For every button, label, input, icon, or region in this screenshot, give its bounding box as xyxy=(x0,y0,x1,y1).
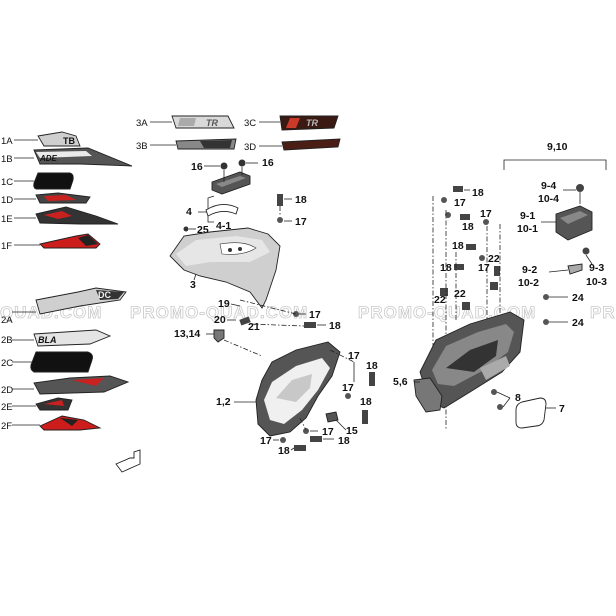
label-17c: 17 xyxy=(348,350,360,362)
decal-2c xyxy=(30,351,93,373)
fastener-16b xyxy=(238,159,246,167)
label-17h: 17 xyxy=(480,208,492,220)
label-25: 25 xyxy=(197,224,209,236)
part-9-2 xyxy=(567,263,583,275)
decal-2a-text: DC xyxy=(98,290,111,300)
label-1c: 1C xyxy=(1,177,13,188)
decal-set-1: TB 1A ADE 1B 1C 1D 1E 1F xyxy=(1,131,133,252)
label-18g: 18 xyxy=(472,187,484,199)
decal-1e xyxy=(35,206,119,225)
label-5-6: 5,6 xyxy=(393,376,408,388)
decal-3a-text: TR xyxy=(206,118,218,128)
label-17d: 17 xyxy=(342,382,354,394)
label-9-10: 9,10 xyxy=(547,141,568,153)
watermark: QUAD.COM PROMO-QUAD.COM PROMO-QUAD.COM P… xyxy=(0,303,616,323)
label-18d: 18 xyxy=(360,396,372,408)
label-2f: 2F xyxy=(1,421,12,432)
label-2d: 2D xyxy=(1,385,13,396)
part-9-1-bracket xyxy=(555,205,593,241)
label-21: 21 xyxy=(248,321,260,333)
bracket-small xyxy=(115,449,141,473)
right-assembly: 9,10 18 17 18 17 18 18 17 22 22 22 9-4 xyxy=(393,141,607,430)
part-4-1 xyxy=(205,204,239,217)
part-7-lid xyxy=(515,397,547,429)
watermark-left: QUAD.COM xyxy=(0,303,102,322)
label-1e: 1E xyxy=(1,214,13,225)
label-3d: 3D xyxy=(244,142,256,153)
part-15 xyxy=(325,411,339,423)
label-24b: 24 xyxy=(572,317,584,329)
label-17e: 17 xyxy=(322,426,334,438)
label-3a: 3A xyxy=(136,118,148,129)
label-18i: 18 xyxy=(452,240,464,252)
label-1-2: 1,2 xyxy=(216,396,231,408)
fastener-9-3 xyxy=(582,247,590,255)
label-19: 19 xyxy=(218,298,230,310)
label-10-2: 10-2 xyxy=(518,277,539,289)
watermark-center: PROMO-QUAD.COM xyxy=(130,303,308,322)
label-1f: 1F xyxy=(1,241,12,252)
decal-1a-text: TB xyxy=(63,136,75,146)
label-9-3: 9-3 xyxy=(589,262,604,274)
label-2b: 2B xyxy=(1,335,13,346)
label-22b: 22 xyxy=(454,288,466,300)
label-10-3: 10-3 xyxy=(586,276,607,288)
label-17f: 17 xyxy=(260,435,272,447)
decal-2b-text: BLA xyxy=(38,335,57,345)
label-3c: 3C xyxy=(244,118,256,129)
decal-1b-text: ADE xyxy=(39,154,58,163)
decal-1c xyxy=(33,172,74,190)
label-17a: 17 xyxy=(295,216,307,228)
fastener-16a xyxy=(220,162,228,170)
fastener-9-4 xyxy=(576,184,584,192)
label-18c: 18 xyxy=(366,360,378,372)
label-17i: 17 xyxy=(478,262,490,274)
label-10-1: 10-1 xyxy=(517,223,538,235)
label-4-1: 4-1 xyxy=(216,220,231,232)
label-1b: 1B xyxy=(1,154,13,165)
label-9-1: 9-1 xyxy=(520,210,535,222)
label-18h: 18 xyxy=(462,221,474,233)
label-13-14: 13,14 xyxy=(174,328,200,340)
label-16a: 16 xyxy=(191,161,203,173)
label-7: 7 xyxy=(559,403,565,415)
label-2c: 2C xyxy=(1,358,13,369)
watermark-edge: PR xyxy=(590,303,616,322)
center-assembly: 16 16 4 4-1 25 18 17 3 xyxy=(169,157,378,457)
label-1d: 1D xyxy=(1,195,13,206)
decal-1a xyxy=(37,131,81,147)
label-4: 4 xyxy=(186,206,192,218)
label-8: 8 xyxy=(515,392,521,404)
decal-3d xyxy=(281,138,341,151)
decal-2b xyxy=(33,329,112,347)
label-24a: 24 xyxy=(572,292,584,304)
label-1a: 1A xyxy=(1,136,13,147)
label-18b: 18 xyxy=(329,320,341,332)
decal-set-2: DC 2A BLA 2B 2C 2D 2E 2F xyxy=(1,287,141,473)
decal-set-3: TR 3A 3B TR 3C 3D xyxy=(136,115,341,153)
decal-2d xyxy=(33,375,130,395)
label-10-4: 10-4 xyxy=(538,193,559,205)
label-18f: 18 xyxy=(278,445,290,457)
label-20: 20 xyxy=(214,314,226,326)
label-15: 15 xyxy=(346,425,358,437)
label-17b: 17 xyxy=(309,309,321,321)
label-22a: 22 xyxy=(488,253,500,265)
label-9-2: 9-2 xyxy=(522,264,537,276)
label-3: 3 xyxy=(190,279,196,291)
label-17g: 17 xyxy=(454,197,466,209)
decal-3c-text: TR xyxy=(306,118,318,128)
label-2a: 2A xyxy=(1,315,13,326)
label-3b: 3B xyxy=(136,141,148,152)
label-9-4: 9-4 xyxy=(541,180,556,192)
label-18e: 18 xyxy=(338,435,350,447)
label-2e: 2E xyxy=(1,402,13,413)
label-18a: 18 xyxy=(295,194,307,206)
label-18j: 18 xyxy=(440,262,452,274)
label-16b: 16 xyxy=(262,157,274,169)
part-13-14 xyxy=(213,329,225,343)
label-22c: 22 xyxy=(434,294,446,306)
